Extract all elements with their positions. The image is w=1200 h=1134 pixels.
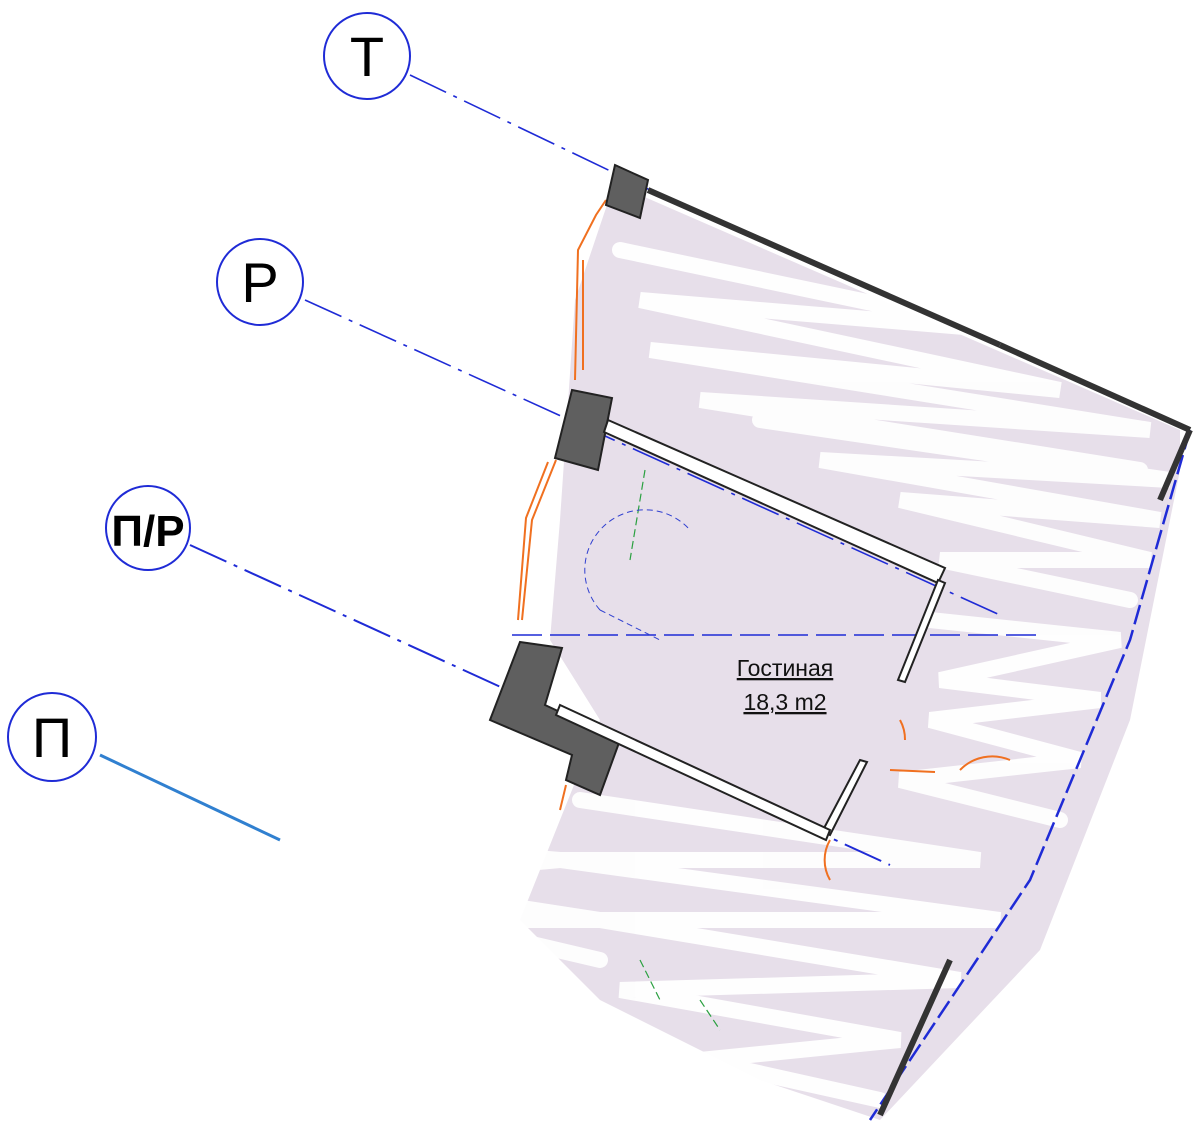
scribble-texture — [312, 242, 1172, 1108]
axis-bubble-t: Т — [323, 12, 411, 100]
axis-label-p: П — [32, 706, 72, 769]
right-edge-guide — [868, 429, 1192, 1121]
door-swing — [584, 509, 691, 641]
wall-columns — [488, 163, 650, 797]
axis-bubble-r: Р — [216, 238, 304, 326]
outer-walls — [646, 187, 1193, 1117]
axis-bubble-pr: П/Р — [105, 485, 191, 571]
column-mid — [553, 388, 614, 472]
axis-label-t: Т — [350, 25, 384, 88]
column-bottom — [488, 640, 622, 797]
axis-line-r — [304, 299, 1001, 616]
green-lines — [629, 469, 721, 1031]
axis-line-t — [409, 74, 651, 191]
axis-label-pr: П/Р — [111, 507, 184, 556]
axis-line-p — [99, 753, 281, 842]
room-area: 18,3 m2 — [743, 689, 826, 715]
column-top — [604, 163, 650, 220]
room-label: Гостиная 18,3 m2 — [737, 655, 834, 715]
axis-bubble-p: П — [7, 692, 97, 782]
room-name: Гостиная — [737, 655, 834, 681]
partition-walls — [554, 418, 947, 842]
axis-label-r: Р — [241, 251, 278, 314]
orange-lines — [517, 199, 1011, 881]
